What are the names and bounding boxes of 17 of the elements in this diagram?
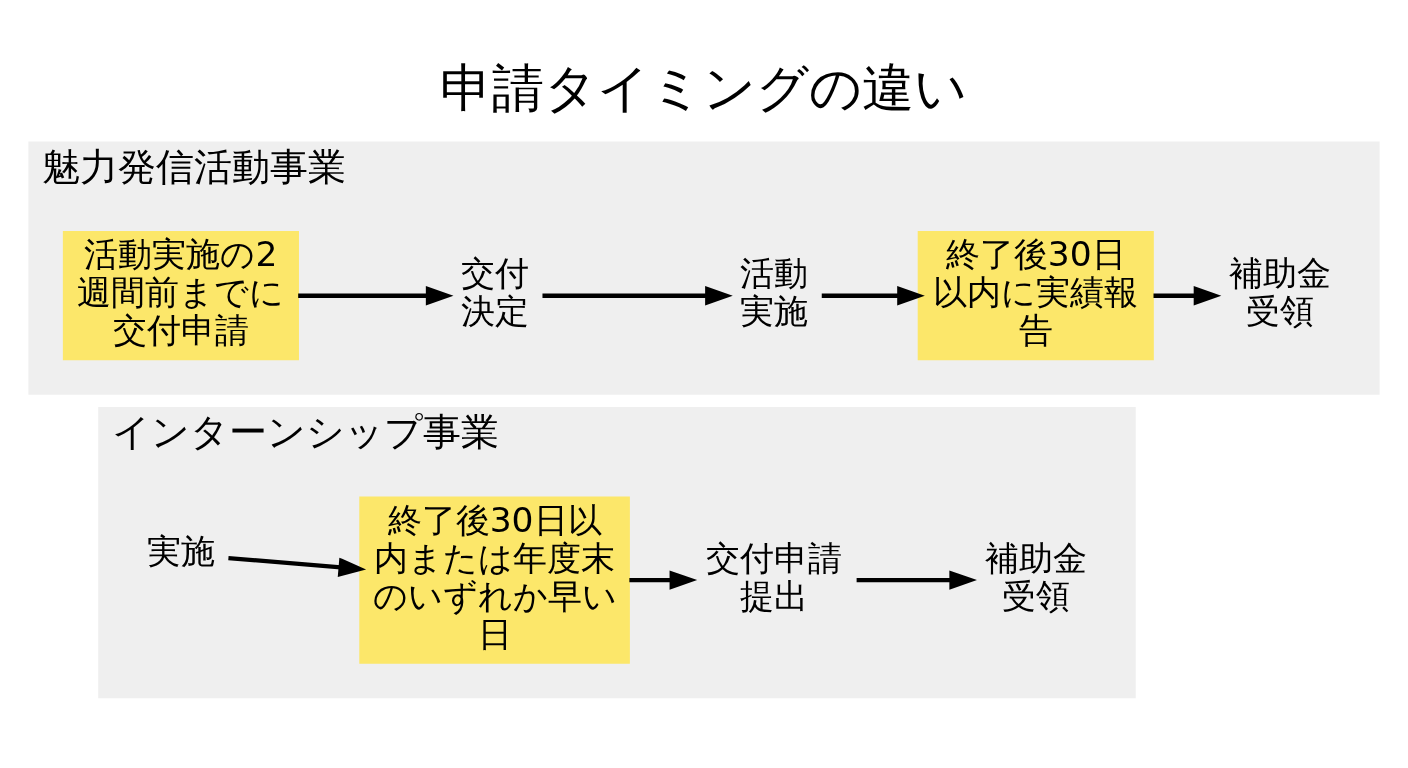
arrow <box>856 569 977 590</box>
node-text: 補助金受領 <box>1228 252 1331 331</box>
diagram-title: 申請タイミングの違い <box>440 57 968 118</box>
node-box: 終了後30日以内に実績報告 <box>917 230 1154 360</box>
arrow <box>228 555 367 577</box>
node-text: 補助金受領 <box>984 537 1087 616</box>
node-text: 実施 <box>146 530 215 571</box>
node-text: 交付決定 <box>460 252 529 331</box>
arrow <box>1153 285 1222 305</box>
arrow <box>629 569 698 590</box>
node-text: 交付申請提出 <box>705 537 842 616</box>
arrow <box>821 285 925 305</box>
node-box: 終了後30日以内または年度末のいずれか早い日 <box>359 496 630 664</box>
arrow <box>542 285 733 305</box>
node-box: 活動実施の2週間前までに交付申請 <box>62 230 299 360</box>
arrow <box>298 285 454 305</box>
node-text: 活動実施 <box>739 252 808 331</box>
